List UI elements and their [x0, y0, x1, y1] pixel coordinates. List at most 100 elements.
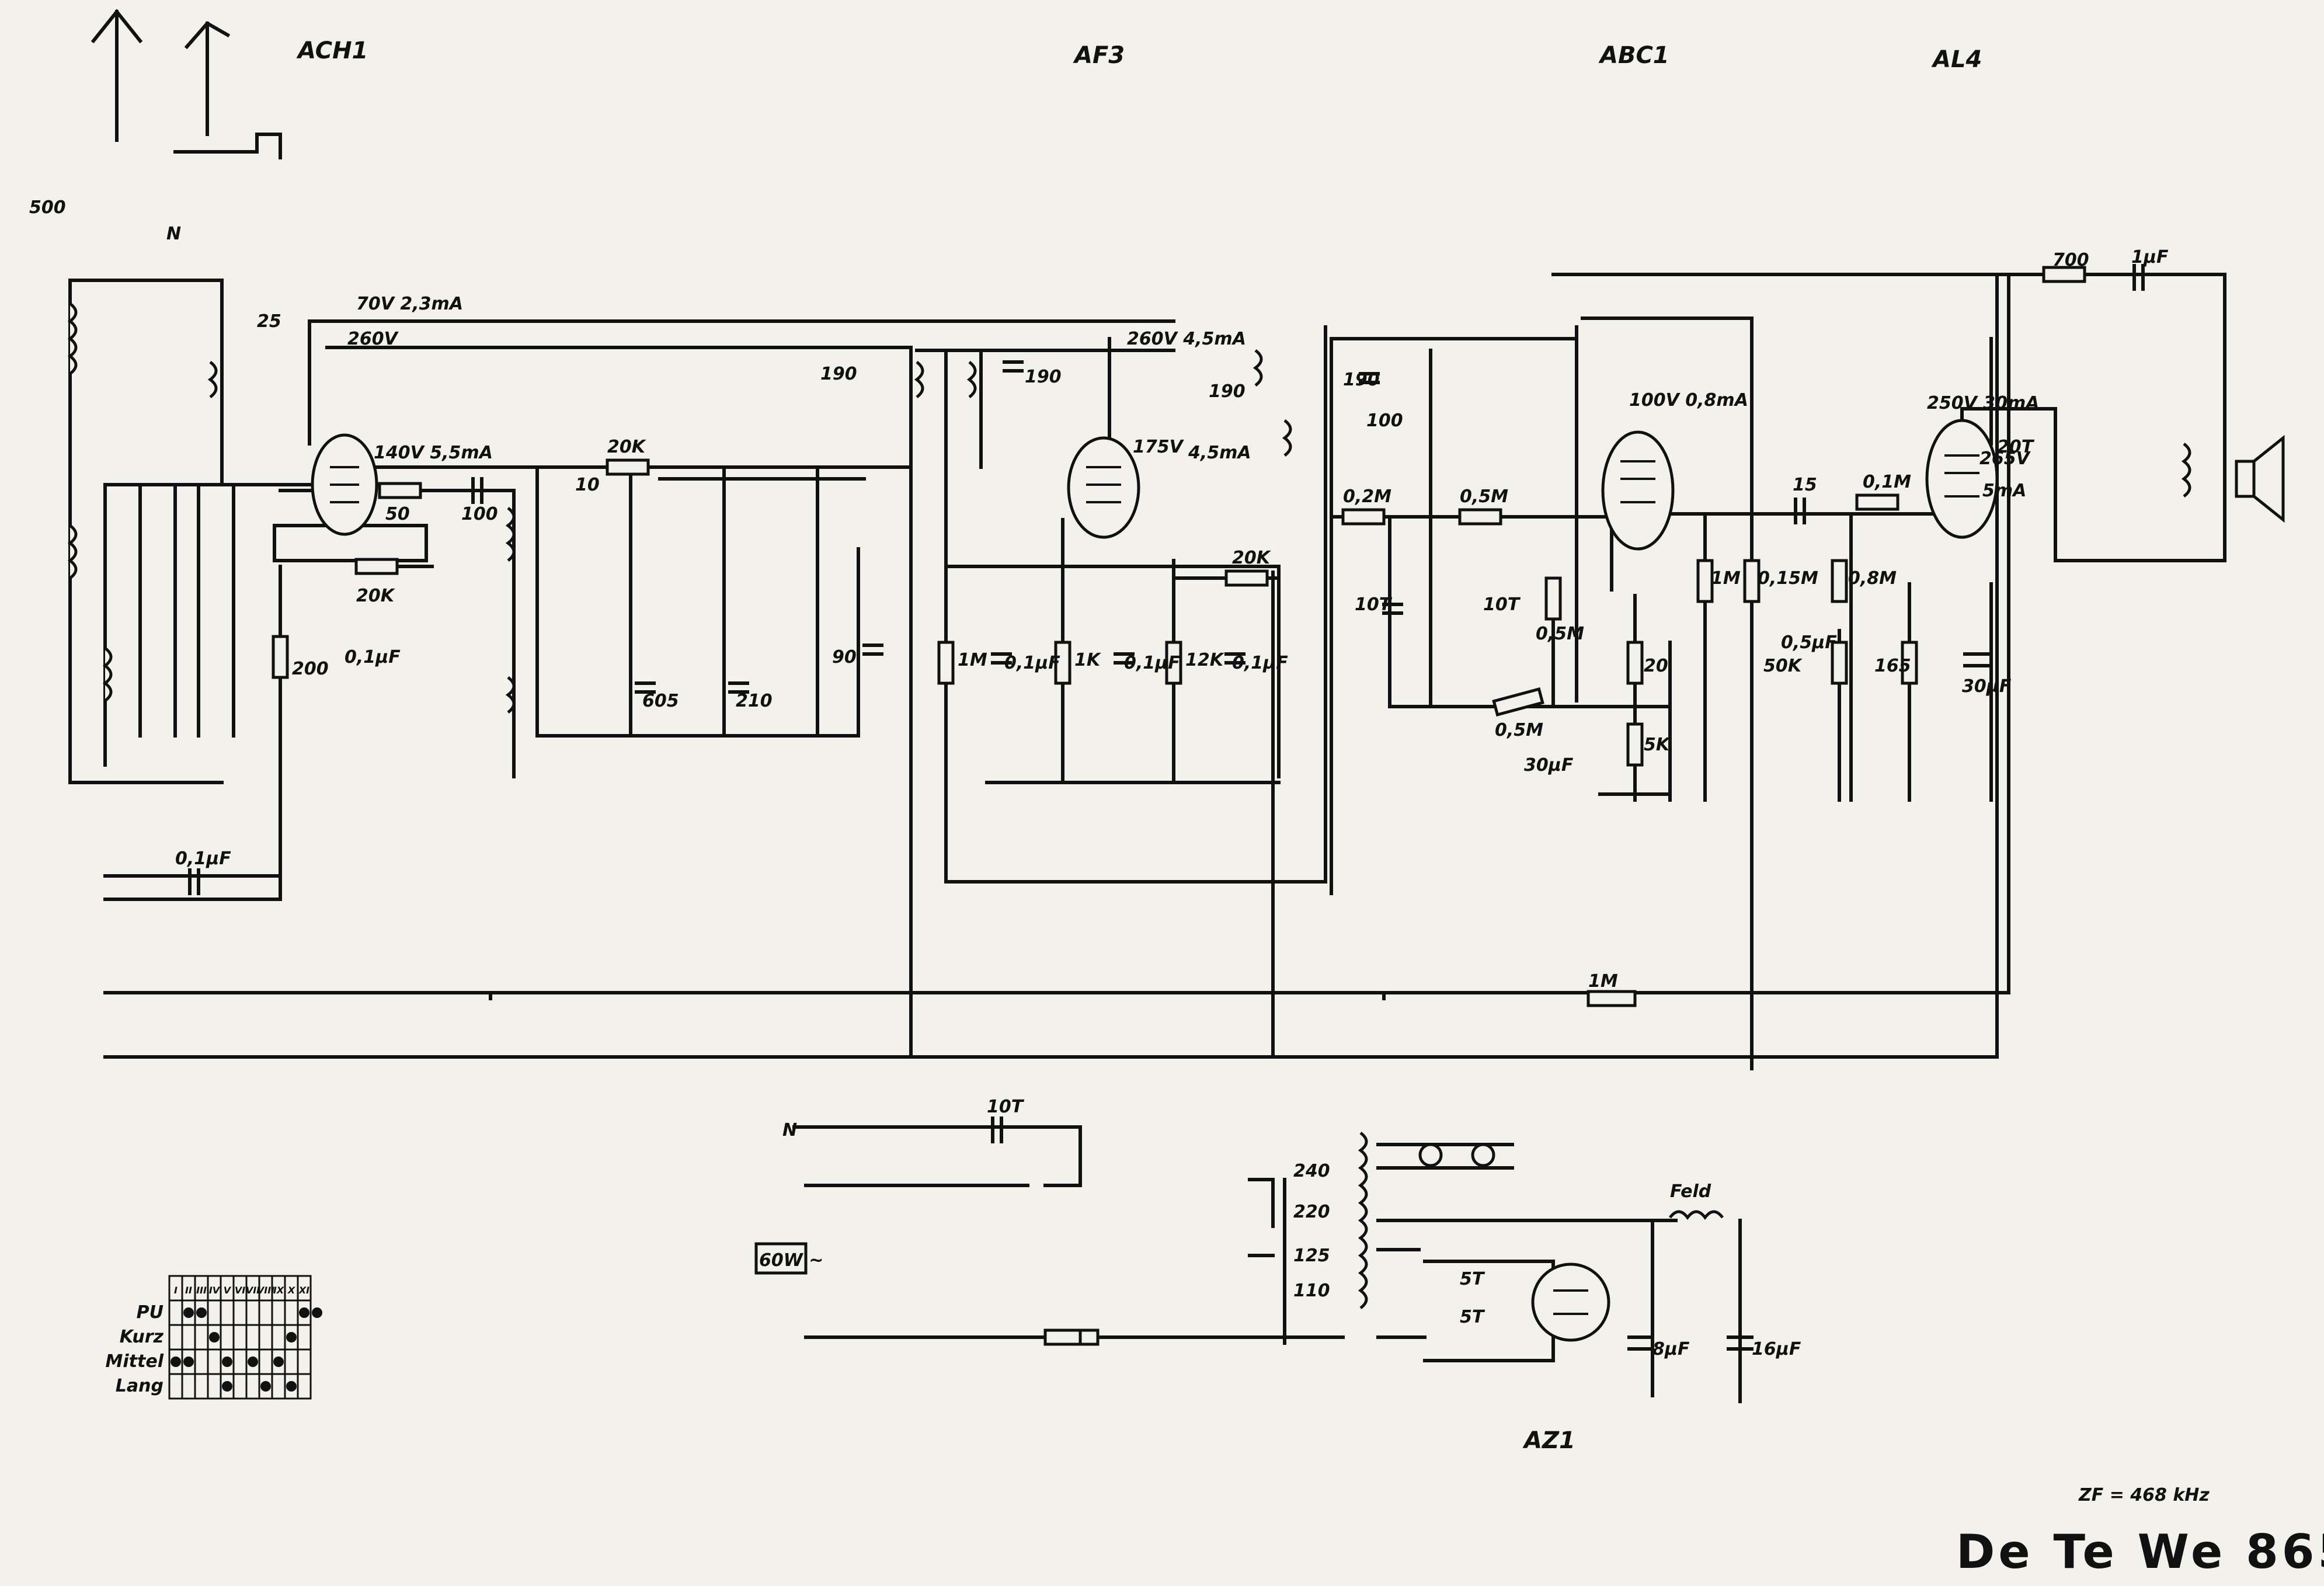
label-c5t-b: 5T: [1460, 1307, 1485, 1327]
table-col-header: VII: [246, 1285, 260, 1296]
label-r02m: 0,2M: [1343, 486, 1391, 507]
component-labels: 500 25 50 100 20K 20K 10 200 0,1µF 0,1µF…: [29, 197, 2169, 1359]
label-r50: 50: [385, 504, 410, 524]
label-c190-d: 190: [1343, 370, 1380, 390]
table-col-header: X: [287, 1285, 295, 1296]
label-c190-c: 190: [1209, 381, 1246, 402]
label-r5k: 5K: [1644, 735, 1671, 755]
table-col-header: XI: [298, 1285, 309, 1296]
label-c01uf: 0,1µF: [345, 647, 401, 667]
label-c210: 210: [736, 691, 773, 711]
table-contact-dot: [260, 1381, 271, 1392]
tube-ach1: [311, 433, 378, 536]
voltage-af3-anode: 260V 4,5mA: [1127, 329, 1246, 349]
table-contact-dot: [222, 1357, 232, 1367]
label-c500: 500: [29, 197, 66, 218]
label-c100-b: 100: [1366, 411, 1403, 431]
label-r200: 200: [292, 659, 329, 679]
label-c15: 15: [1793, 475, 1817, 495]
voltage-al4-screen: 265V: [1979, 448, 2031, 469]
label-c8uf: 8µF: [1652, 1339, 1690, 1359]
label-r50k: 50K: [1763, 656, 1803, 676]
table-contact-dot: [248, 1357, 258, 1367]
if-frequency-note: ZF = 468 kHz: [2078, 1485, 2210, 1505]
voltage-af3-screen: 175V: [1133, 437, 1185, 457]
fuse-icon: [1043, 1328, 1082, 1346]
voltage-rail-260: 260V: [347, 329, 399, 349]
tubes: [311, 419, 1999, 1342]
label-c190-a: 190: [820, 364, 857, 384]
tube-label-al4: AL4: [1931, 46, 1982, 73]
label-r700: 700: [2052, 250, 2089, 270]
tube-label-af3: AF3: [1073, 42, 1125, 69]
table-col-header: V: [224, 1285, 232, 1296]
wiring: [68, 9, 2226, 1403]
label-c10t-mains: 10T: [987, 1097, 1025, 1117]
table-col-header: II: [185, 1285, 192, 1296]
table-col-header: VI: [235, 1285, 245, 1296]
capacitors: [188, 264, 2145, 1351]
label-r1m-a: 1M: [958, 650, 987, 670]
label-r05m-b: 0,5M: [1536, 624, 1584, 644]
table-col-header: VIII: [257, 1285, 274, 1296]
label-r12k: 12K: [1185, 650, 1225, 670]
label-c01uf-a: 0,1µF: [1004, 653, 1060, 673]
pilot-lamps-icon: [1418, 1143, 1495, 1167]
label-antenna-n: N: [166, 224, 181, 244]
table-contact-dot: [209, 1332, 220, 1342]
label-tap-240: 240: [1293, 1161, 1330, 1181]
table-row-label: Mittel: [106, 1351, 164, 1372]
table-contact-dot: [222, 1381, 232, 1392]
label-c190-b: 190: [1025, 367, 1062, 387]
label-c01uf-bus: 0,1µF: [175, 848, 231, 869]
tube-abc1: [1601, 430, 1675, 551]
label-c5t-a: 5T: [1460, 1269, 1485, 1289]
table-row-label: Lang: [116, 1376, 163, 1396]
label-c10t-b: 10T: [1483, 594, 1521, 615]
label-c01uf-c: 0,1µF: [1232, 653, 1288, 673]
label-r165: 165: [1874, 656, 1911, 676]
label-tap-125: 125: [1293, 1246, 1330, 1266]
table-contact-dot: [183, 1307, 194, 1318]
label-c100: 100: [461, 504, 498, 524]
label-r1m-b: 1M: [1711, 568, 1741, 589]
current-af3: 4,5mA: [1188, 443, 1251, 463]
label-r01m: 0,1M: [1863, 472, 1911, 492]
tube-labels: ACH1 AF3 ABC1 AL4 AZ1: [296, 37, 1982, 1454]
label-tap-220: 220: [1293, 1202, 1330, 1222]
voltage-abc1-anode: 100V 0,8mA: [1629, 390, 1748, 411]
voltage-ach1-screen: 70V 2,3mA: [356, 294, 463, 314]
label-r08m: 0,8M: [1848, 568, 1897, 589]
table-row-label: Kurz: [120, 1327, 164, 1347]
current-al4-screen: 5mA: [1982, 481, 2026, 501]
model-title: De Te We 865 W: [1956, 1525, 2324, 1579]
label-r015m: 0,15M: [1758, 568, 1818, 589]
label-tap-110: 110: [1293, 1281, 1330, 1301]
table-col-header: IV: [209, 1285, 221, 1296]
label-r20k-af3: 20K: [1232, 548, 1272, 568]
label-c30uf-b: 30µF: [1962, 676, 2012, 697]
tube-az1: [1531, 1262, 1610, 1342]
tube-label-ach1: ACH1: [296, 37, 368, 64]
table-contact-dot: [183, 1357, 194, 1367]
power-rating: 60W ~: [754, 1242, 823, 1275]
tube-label-az1: AZ1: [1522, 1427, 1575, 1454]
label-r20: 20: [1644, 656, 1668, 676]
label-r20k-mid: 20K: [356, 586, 396, 606]
table-col-header: III: [196, 1285, 207, 1296]
resistors: [272, 266, 2086, 1346]
table-row-label: PU: [137, 1302, 163, 1323]
table-contact-dot: [196, 1307, 207, 1318]
voltage-ach1-anode: 140V 5,5mA: [374, 443, 493, 463]
label-r1k: 1K: [1074, 650, 1102, 670]
table-contact-dot: [312, 1307, 322, 1318]
power-rating-text: 60W ~: [759, 1250, 823, 1271]
label-c1uf: 1µF: [2131, 247, 2169, 267]
label-c10t-a: 10T: [1355, 594, 1393, 615]
label-c16uf: 16µF: [1752, 1339, 1801, 1359]
table-contact-dot: [299, 1307, 309, 1318]
label-field: Feld: [1670, 1181, 1711, 1202]
table-contact-dot: [273, 1357, 284, 1367]
